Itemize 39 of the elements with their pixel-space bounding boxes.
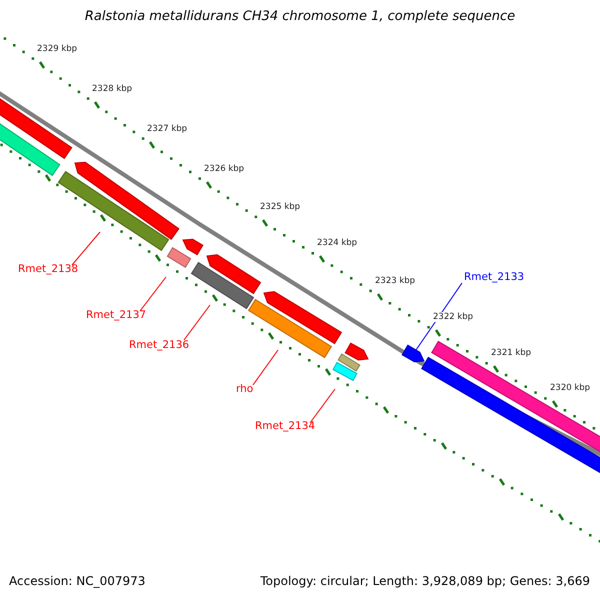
summary-text: Topology: circular; Length: 3,928,089 bp; Genes: 3,669 [260,574,590,588]
gene-label: rho [236,383,254,395]
gene-feature [206,254,262,294]
scale-label: 2328 kbp [92,84,132,94]
scale-label: 2324 kbp [317,238,358,248]
leader-line [252,350,278,386]
gene-label: Rmet_2137 [86,309,146,321]
gene-label: Rmet_2133 [464,271,524,283]
scale-label: 2329 kbp [37,44,78,54]
leader-line [416,282,462,350]
scale-label: 2320 kbp [550,383,590,393]
gene-bar [248,298,332,358]
leader-line [140,276,166,312]
leader-line [184,304,210,340]
scale-label: 2326 kbp [204,164,244,174]
gene-bar [58,170,170,252]
gene-bar [190,262,254,310]
gene-bar [332,362,358,382]
leader-line [310,388,336,424]
scale-label: 2327 kbp [147,124,188,134]
scale-label: 2325 kbp [260,202,300,212]
gene-feature [74,162,180,240]
accession-text: Accession: NC_007973 [9,574,146,588]
gene-feature [402,344,425,362]
gene-label: Rmet_2138 [18,263,78,275]
title: Ralstonia metallidurans CH34 chromosome 1, complete sequence [84,9,516,24]
scale-label: 2323 kbp [375,276,416,286]
gene-feature [263,291,342,344]
gene-bar [431,340,600,454]
scale-label: 2321 kbp [491,348,532,358]
gene-feature [182,238,204,256]
gene-bar [421,356,600,474]
gene-label: Rmet_2134 [255,420,316,432]
gene-feature [344,342,369,361]
scale-label: 2322 kbp [433,312,474,322]
gene-label: Rmet_2136 [129,339,190,351]
gene-bar [338,353,360,372]
leader-line [72,232,100,266]
gene-bar [166,247,192,268]
